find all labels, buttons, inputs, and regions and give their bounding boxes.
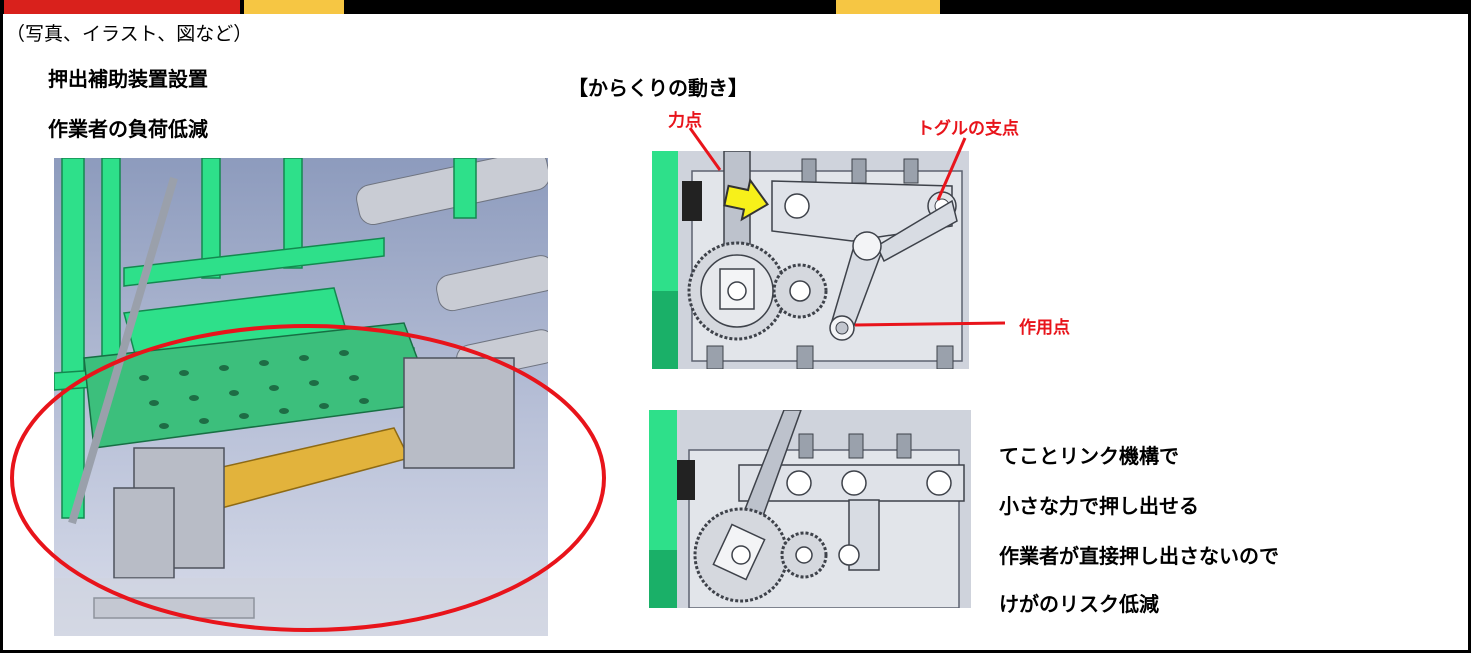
description-line-4: けがのリスク低減: [999, 592, 1159, 616]
action-point-label: 作用点: [1019, 318, 1070, 338]
header-strip-red-cell: [4, 0, 240, 14]
force-point-label: 力点: [668, 111, 702, 131]
red-ellipse-highlight: [10, 324, 606, 632]
title-line-2: 作業者の負荷低減: [48, 117, 208, 141]
toggle-fulcrum-leader: [936, 137, 967, 201]
header-strip: [0, 0, 1471, 14]
force-point-leader: [688, 127, 722, 171]
action-point-leader: [854, 321, 1006, 327]
toggle-fulcrum-label: トグルの支点: [917, 119, 1019, 139]
caption: （写真、イラスト、図など）: [6, 23, 253, 45]
mechanism-diagram-bottom: [649, 410, 971, 608]
device-3d-render: [54, 158, 548, 636]
callout-lines: [688, 127, 1006, 327]
header-strip-yellow-cell: [836, 0, 940, 14]
description-line-2: 小さな力で押し出せる: [999, 494, 1199, 518]
description-line-1: てことリンク機構で: [999, 444, 1179, 468]
mechanism-heading: 【からくりの動き】: [568, 76, 748, 100]
title-line-1: 押出補助装置設置: [48, 67, 208, 91]
mechanism-diagram-top: [652, 151, 969, 369]
yellow-arrow-icon: [723, 178, 769, 222]
header-strip-yellow-cell: [244, 0, 344, 14]
description-line-3: 作業者が直接押し出さないので: [999, 544, 1279, 568]
